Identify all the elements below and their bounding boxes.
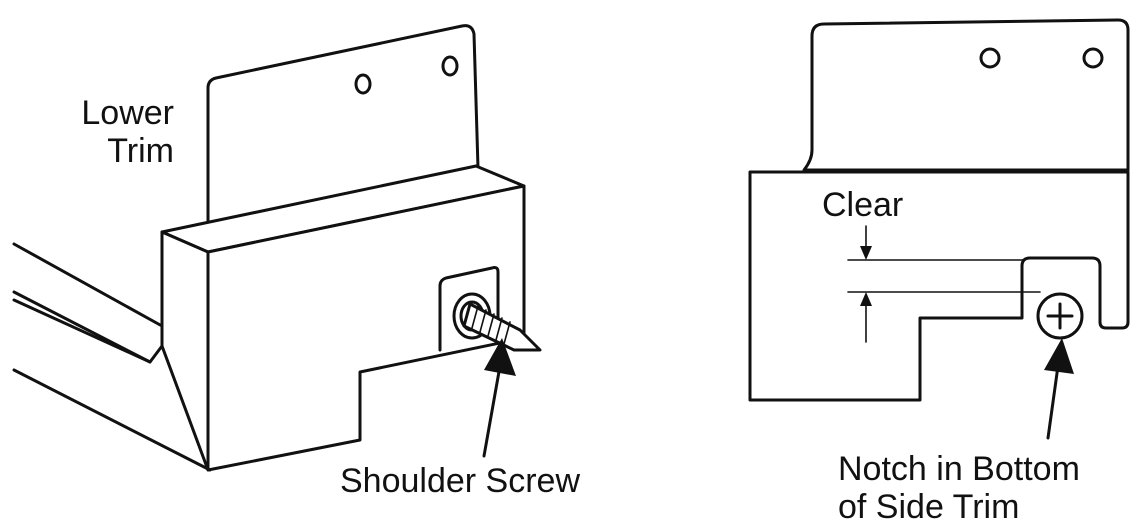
shoulder-screw-label-text: Shoulder Screw xyxy=(340,462,581,500)
notch-label: Notch in Bottom of Side Trim xyxy=(838,450,1080,526)
flange-hole-1 xyxy=(354,73,372,95)
shoulder-screw xyxy=(452,292,542,352)
screw-slot xyxy=(438,266,500,352)
lower-trim-label-line2: Trim xyxy=(107,132,174,170)
screw-thread-5 xyxy=(503,321,511,345)
notch-screw xyxy=(1036,292,1084,340)
screw-thread-4 xyxy=(495,317,503,341)
shoulder-screw-label: Shoulder Screw xyxy=(340,462,580,500)
shoulder-screw-arrow-shaft xyxy=(482,364,502,458)
side-trim-body xyxy=(748,170,1130,402)
screw-thread-1 xyxy=(471,305,479,329)
notch-label-line1: Notch in Bottom xyxy=(838,450,1080,488)
screw-shank xyxy=(462,302,542,352)
lower-trim-figure xyxy=(12,24,542,472)
shoulder-screw-arrow-head xyxy=(484,338,516,376)
notch-arrow-head xyxy=(1044,338,1074,374)
screw-thread-2 xyxy=(479,309,487,333)
screw-thread-3 xyxy=(487,313,495,337)
lower-trim-rail-bottom xyxy=(12,368,212,472)
side-trim-hole-1 xyxy=(979,47,1001,69)
lower-trim-block-front xyxy=(206,184,526,472)
clear-arrow-top-head xyxy=(860,246,872,260)
lower-trim-label-line1: Lower xyxy=(81,94,174,132)
notch-label-line2: of Side Trim xyxy=(838,488,1020,526)
notch-arrow-shaft xyxy=(1046,364,1060,440)
flange-hole-2 xyxy=(441,55,459,77)
lower-trim-block-side xyxy=(160,230,210,472)
clear-label-text: Clear xyxy=(822,186,904,224)
lower-trim-label: Lower Trim xyxy=(68,94,174,170)
side-trim-figure xyxy=(748,18,1130,440)
side-trim-flange xyxy=(802,18,1130,172)
clear-label: Clear xyxy=(822,186,903,224)
shoulder-screw-arrow xyxy=(482,338,516,458)
lower-trim-rail-inner xyxy=(12,290,152,364)
side-trim-hole-2 xyxy=(1082,47,1104,69)
clear-arrow-bottom-head xyxy=(860,292,872,306)
notch-arrow xyxy=(1044,338,1074,440)
